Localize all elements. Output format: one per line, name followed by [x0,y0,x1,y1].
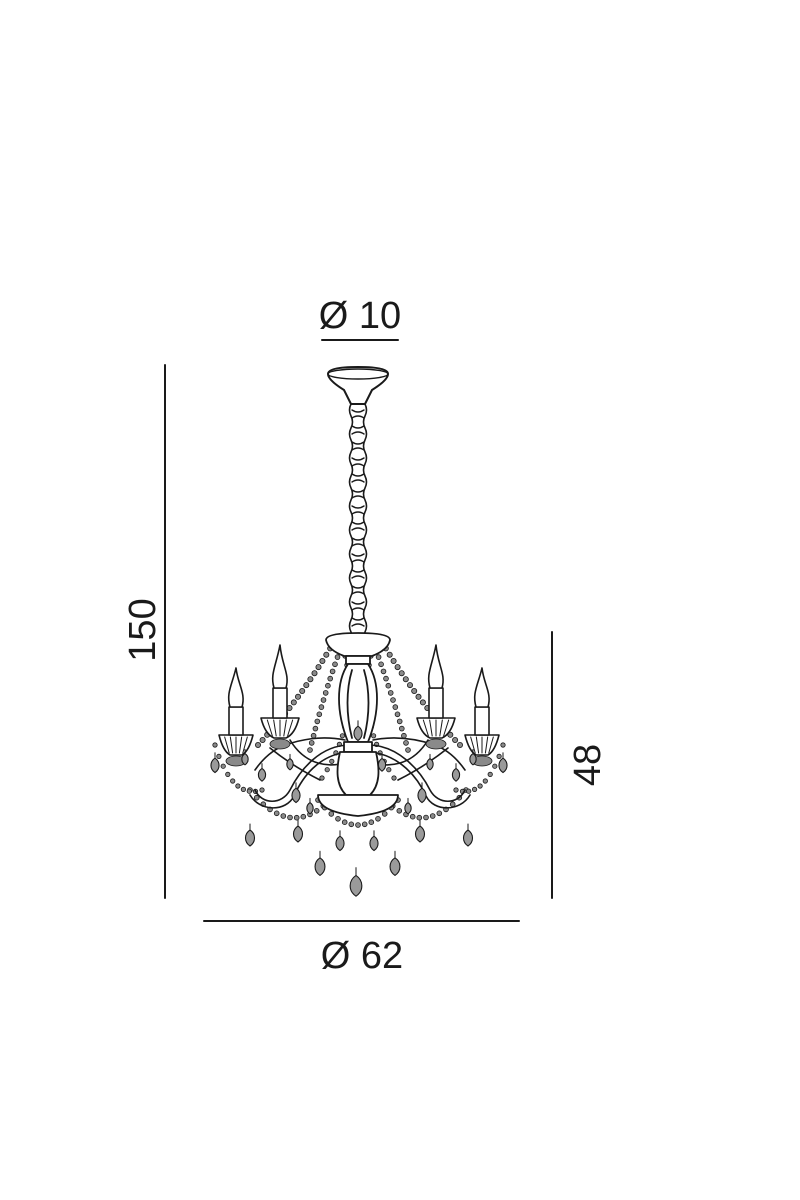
canopy-diameter-label: Ø 10 [319,295,401,337]
body-height-label: 48 [567,744,609,786]
chain-cover [348,403,368,645]
crystal-drops [210,720,508,897]
total-height-label: 150 [122,598,164,661]
overall-diameter-label: Ø 62 [321,935,403,977]
central-column [317,632,399,817]
candle-holders [218,644,500,767]
chandelier [210,366,508,897]
ceiling-canopy [327,366,389,405]
